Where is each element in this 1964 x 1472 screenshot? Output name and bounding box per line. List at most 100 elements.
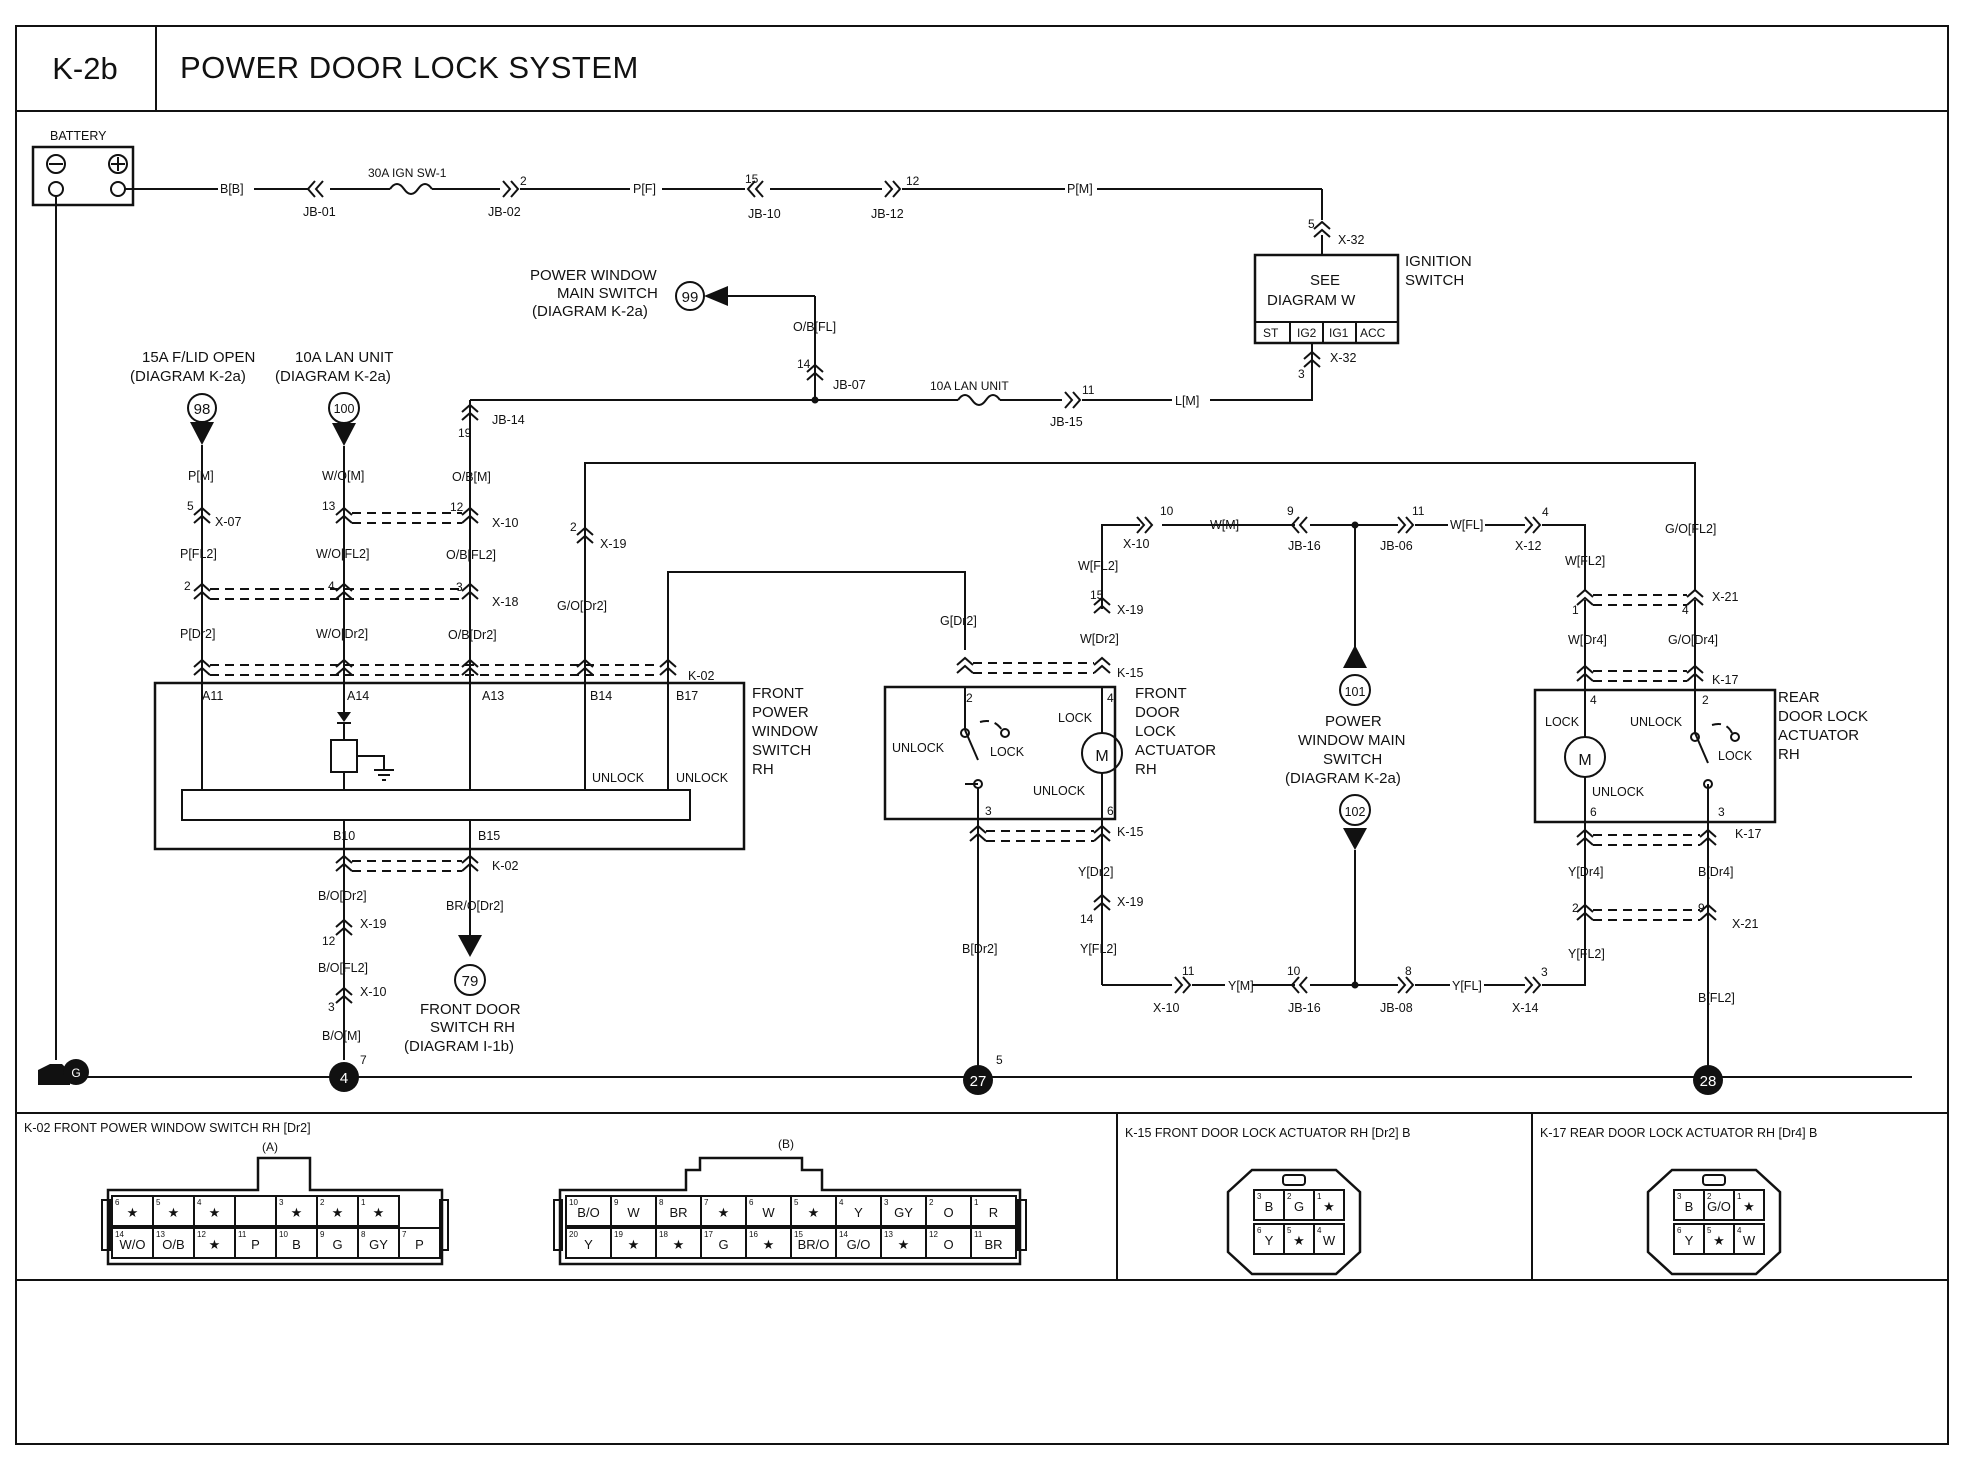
x14-label: X-14 — [1512, 1001, 1538, 1015]
acc-wire — [1210, 343, 1313, 401]
fpws-pin-b14: B14 — [590, 689, 612, 703]
x10-label-c: X-10 — [360, 985, 386, 999]
k02a-top-pin-number: 2 — [320, 1198, 325, 1207]
k17-top-pin-number: 1 — [1737, 1192, 1742, 1201]
k02b-bot-wire-color: G — [718, 1237, 728, 1252]
k02a-bot-wire-color: ★ — [209, 1237, 221, 1252]
ref-98-line1: 15A F/LID OPEN — [142, 349, 255, 366]
k02a-top-wire-color: ★ — [209, 1205, 221, 1220]
k02a-bot-pin-number: 11 — [238, 1230, 247, 1239]
jb07-pin: 14 — [797, 357, 811, 371]
k02b-bot-pin-number: 16 — [749, 1230, 758, 1239]
k17-bot-pin-number: 4 — [1737, 1226, 1742, 1235]
k02b-top-wire-color: O — [943, 1205, 953, 1220]
ground-27 — [963, 1065, 993, 1095]
fpws-pin-a14: A14 — [347, 689, 369, 703]
jb10-label: JB-10 — [748, 207, 781, 221]
wire-ob-fl: O/B[FL] — [793, 320, 836, 334]
k02b-top-pin-number: 10 — [569, 1198, 578, 1207]
x21-pin-a: 1 — [1572, 603, 1579, 617]
x21-pin-c: 2 — [1572, 901, 1579, 915]
x19-top-pin: 15 — [1090, 588, 1104, 602]
fuse-30a-label: 30A IGN SW-1 — [368, 166, 447, 180]
k15-label: K-15 — [1117, 666, 1143, 680]
power-feed-line — [125, 180, 1331, 255]
k02-bot-label: K-02 — [492, 859, 518, 873]
jb16-label: JB-16 — [1288, 539, 1321, 553]
k02a-bot-pin-number: 12 — [197, 1230, 206, 1239]
fa-pin3: 3 — [985, 804, 992, 818]
k02b-bot-wire-color: ★ — [673, 1237, 685, 1252]
fa-unlock-sw: UNLOCK — [892, 741, 945, 755]
wire-bdr4: B[Dr4] — [1698, 865, 1733, 879]
k15-bot-pin-number: 6 — [1257, 1226, 1262, 1235]
k02a-top-wire-color: ★ — [291, 1205, 303, 1220]
k15-bot-label: K-15 — [1117, 825, 1143, 839]
fpws-label-2: POWER — [752, 704, 809, 721]
x21-label: X-21 — [1712, 590, 1738, 604]
pwms-line3: SWITCH — [1323, 751, 1382, 768]
fa-pin6: 6 — [1107, 804, 1114, 818]
jb07-label: JB-07 — [833, 378, 866, 392]
fa-pin2: 2 — [966, 691, 973, 705]
wire-pf: P[F] — [633, 182, 656, 196]
jb14-pin: 19 — [458, 426, 472, 440]
x10-top-pin: 10 — [1160, 504, 1174, 518]
ign-pos-ig1: IG1 — [1329, 326, 1349, 340]
k17-connector — [1646, 1168, 1782, 1276]
k02a-bot-wire-color: P — [251, 1237, 260, 1252]
center-wiring — [1102, 516, 1586, 994]
k02b-top-wire-color: R — [989, 1205, 998, 1220]
k02a-top-pin-number: 5 — [156, 1198, 161, 1207]
rear-motor-letter: M — [1578, 752, 1591, 769]
jb16b-pin: 10 — [1287, 964, 1301, 978]
k02b-bot-pin-number: 17 — [704, 1230, 713, 1239]
k02a-bot-wire-color: B — [292, 1237, 301, 1252]
see-label: SEE — [1310, 272, 1340, 289]
wire-wm: W[M] — [1210, 518, 1239, 532]
ref-100-arrow — [332, 423, 356, 446]
k02b-top-pin-number: 2 — [929, 1198, 934, 1207]
k02b-bot-pin-number: 14 — [839, 1230, 848, 1239]
x10-top-label: X-10 — [1123, 537, 1149, 551]
wire-wfl: W[FL] — [1450, 518, 1483, 532]
x12-pin: 4 — [1542, 505, 1549, 519]
k02b-bot-wire-color: BR — [984, 1237, 1002, 1252]
k15-bot-wire-color: ★ — [1293, 1233, 1305, 1248]
fpws-unlock-a: UNLOCK — [592, 771, 645, 785]
x10b-pin: 11 — [1182, 964, 1195, 978]
rear-door-actuator-wiring — [1533, 589, 1777, 1080]
k02b-top-wire-color: W — [627, 1205, 640, 1220]
ign-pos-acc: ACC — [1360, 326, 1386, 340]
k02-a-label: (A) — [262, 1140, 278, 1154]
k15-top-wire-color: ★ — [1323, 1199, 1335, 1214]
ref-79-line1: FRONT DOOR — [420, 1001, 521, 1018]
k15-top-cell — [1313, 1189, 1345, 1221]
k02b-bot-wire-color: ★ — [898, 1237, 910, 1252]
x19-top-label: X-19 — [1117, 603, 1143, 617]
k15-connector-title: K-15 FRONT DOOR LOCK ACTUATOR RH [Dr2] B — [1125, 1126, 1410, 1140]
k02a-top-wire-color: ★ — [373, 1205, 385, 1220]
x10-pin-c: 3 — [328, 1000, 335, 1014]
fuse-10a-label: 10A LAN UNIT — [930, 379, 1009, 393]
ref-100-line1: 10A LAN UNIT — [295, 349, 393, 366]
k17-top-wire-color: G/O — [1707, 1199, 1731, 1214]
wire-bfl2: B[FL2] — [1698, 991, 1735, 1005]
x19-label-left: X-19 — [600, 537, 626, 551]
fpws-pin-a13: A13 — [482, 689, 504, 703]
lan-feed-line — [461, 295, 1172, 425]
wire-pm: P[M] — [1067, 182, 1093, 196]
jb12-label: JB-12 — [871, 207, 904, 221]
wire-wfl2-left: W[FL2] — [1078, 559, 1118, 573]
k02a-bot-wire-color: GY — [369, 1237, 388, 1252]
k02a-top-pin-number: 6 — [115, 1198, 120, 1207]
ground-g-icon — [38, 1059, 89, 1085]
fpws-label-1: FRONT — [752, 685, 804, 702]
k02a-bot-wire-color: G — [332, 1237, 342, 1252]
k02b-top-wire-color: Y — [854, 1205, 863, 1220]
k02a-bot-pin-number: 10 — [279, 1230, 288, 1239]
k02-b-label: (B) — [778, 1137, 794, 1151]
ref-98-num: 98 — [194, 401, 211, 418]
wire-yfl2: Y[FL2] — [1080, 942, 1117, 956]
k17-bot-wire-color: W — [1743, 1233, 1756, 1248]
